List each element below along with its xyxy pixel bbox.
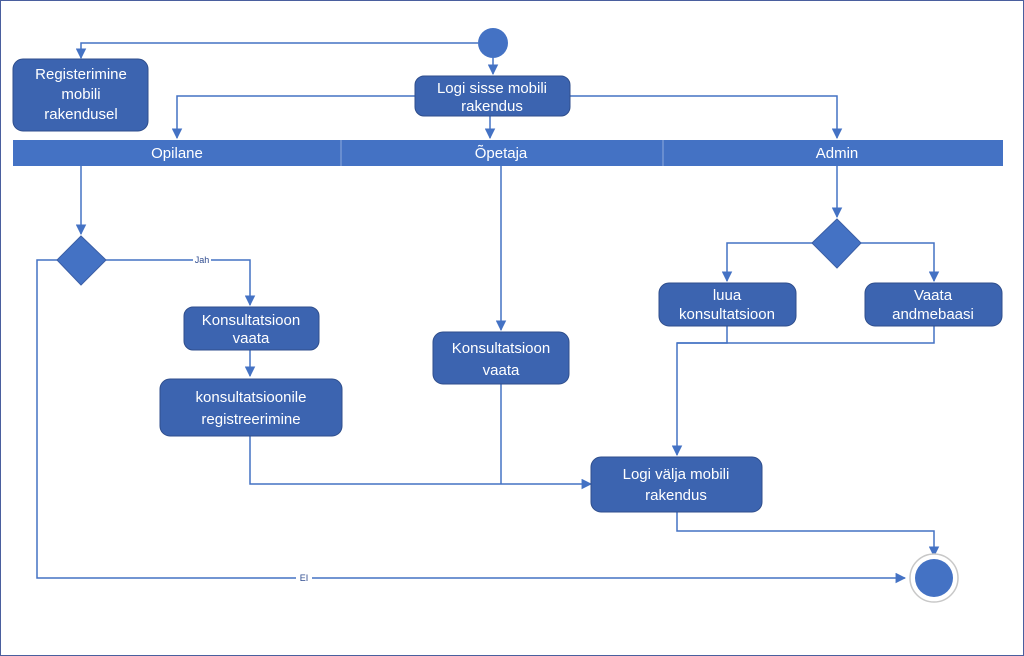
node-registerimine: Registerimine mobili rakendusel [12,58,149,132]
lane-opetaja: Õpetaja [475,145,528,162]
edge-labels: Jah EI [193,253,312,583]
node-opilane-vaata-line2: vaata [233,330,270,347]
edge-login-to-opilane [171,95,415,140]
end-node-core [915,559,953,597]
node-opilane-vaata-line1: Konsultatsioon [202,312,300,329]
node-konsultatsioonile-registreerimine: konsultatsioonile registreerimine [159,378,343,437]
node-logi-valja-line1: Logi välja mobili [623,466,730,483]
node-registerimine-line3: rakendusel [44,106,117,123]
end-node [909,553,959,603]
edge-label-jah: Jah [195,255,210,265]
node-opetaja-vaata-line2: vaata [483,362,520,379]
edge-login-to-admin [570,95,843,140]
node-vaata-andmebaasi: Vaata andmebaasi [864,282,1003,327]
decision-admin [811,218,862,269]
node-logi-valja-line2: rakendus [645,487,707,504]
edge-label-ei: EI [300,573,309,583]
node-registerimine-line1: Registerimine [35,66,127,83]
edge-andmebaasi-to-logout [677,326,935,344]
node-logi-sisse-line1: Logi sisse mobili [437,80,547,97]
node-luua-line1: luua [713,287,742,304]
jah-label-bg [193,253,211,265]
node-opilane-konsultatsioon-vaata: Konsultatsioon vaata [183,306,320,351]
node-registerimine-line2: mobili [61,86,100,103]
node-andmebaasi-line2: andmebaasi [892,306,974,323]
start-node [478,28,508,58]
lane-admin: Admin [816,145,859,162]
decision-opilane [56,235,107,286]
node-opetaja-konsultatsioon-vaata: Konsultatsioon vaata [432,331,570,385]
node-andmebaasi-line1: Vaata [914,287,953,304]
ei-label-bg [296,571,312,583]
edge-decision-to-luua [721,242,813,283]
edge-registreerimine-to-logout [249,436,593,490]
edge-logout-to-end [676,512,940,558]
node-logi-sisse: Logi sisse mobili rakendus [414,75,571,117]
node-opetaja-vaata-line1: Konsultatsioon [452,340,550,357]
node-logi-valja: Logi välja mobili rakendus [590,456,763,513]
edge-decision-to-andmebaasi [861,242,940,283]
edge-luua-to-logout [671,326,728,457]
edge-decision-ei [36,259,907,584]
edge-start-to-registerimine [75,42,478,60]
node-registreerimine-line2: registreerimine [201,411,300,428]
swimlane-bar [13,140,1003,166]
node-logi-sisse-line2: rakendus [461,98,523,115]
node-luua-konsultatsioon: luua konsultatsioon [658,282,797,327]
edge-decision-jah [106,259,256,307]
edges [36,42,940,584]
lane-opilane: Opilane [151,145,203,162]
swimlane-header: Opilane Õpetaja Admin [13,140,1003,166]
node-luua-line2: konsultatsioon [679,306,775,323]
node-registreerimine-line1: konsultatsioonile [196,389,307,406]
